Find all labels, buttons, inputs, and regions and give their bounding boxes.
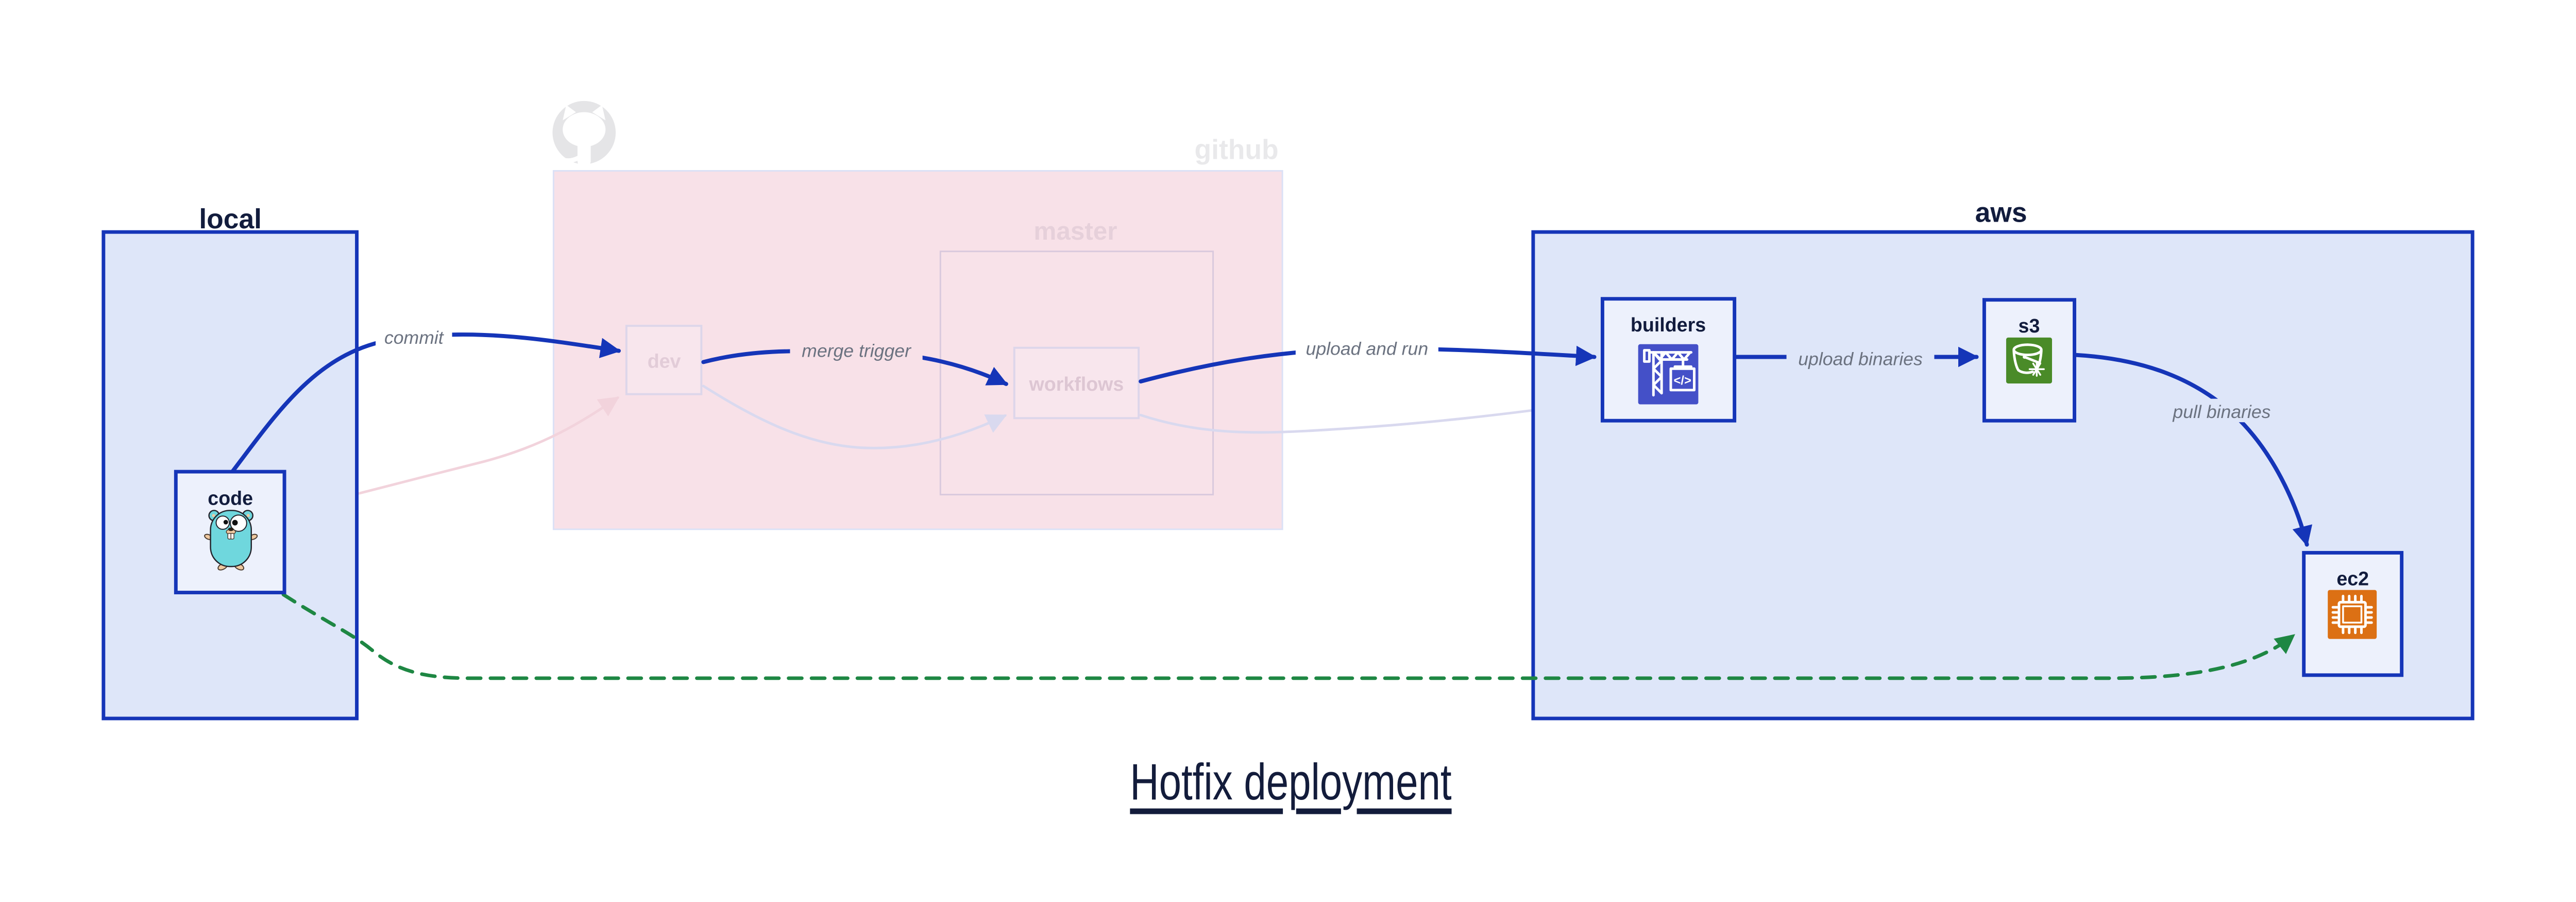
- master-cluster-label: master: [1033, 217, 1117, 245]
- node-workflows: workflows: [1013, 346, 1140, 420]
- code-node-label: code: [208, 487, 253, 509]
- local-region: local: [101, 204, 359, 721]
- commit-label-text: commit: [384, 327, 445, 348]
- node-ec2: ec2: [2302, 550, 2404, 677]
- codebuild-crane-icon: </>: [1638, 344, 1699, 405]
- s3-node-label: s3: [2019, 315, 2040, 337]
- pull-binaries-label-bg: [2160, 398, 2283, 423]
- github-region-label: github: [1195, 135, 1279, 165]
- github-region: github master dev workflows: [552, 101, 1283, 530]
- dev-node-box: [625, 325, 703, 395]
- upload-binaries-label-text: upload binaries: [1798, 348, 1923, 369]
- edge-label-commit: commit: [376, 325, 452, 350]
- node-code: code: [174, 470, 286, 595]
- aws-region-label: aws: [1975, 197, 2027, 228]
- edge-label-upload-binaries: upload binaries: [1786, 345, 1935, 370]
- edge-label-pull-binaries: pull binaries: [2160, 398, 2283, 423]
- dev-node-label: dev: [648, 350, 681, 372]
- upload-and-run-label-text: upload and run: [1306, 339, 1429, 359]
- merge-trigger-label-bg: [790, 337, 923, 361]
- upload-binaries-label-bg: [1786, 345, 1935, 370]
- ec2-cpu-chip-icon: [2328, 590, 2377, 639]
- upload-and-run-label-bg: [1295, 336, 1438, 360]
- builders-node-label: builders: [1631, 314, 1706, 336]
- workflows-node-box: [1013, 346, 1140, 420]
- edge-label-upload-and-run: upload and run: [1295, 336, 1438, 360]
- pull-binaries-label-text: pull binaries: [2172, 402, 2270, 422]
- node-dev: dev: [625, 325, 703, 395]
- commit-label-bg: [376, 325, 452, 350]
- diagram-title-text: Hotfix deployment: [1130, 753, 1451, 810]
- node-s3: s3: [1982, 298, 2076, 423]
- node-builders: builders </>: [1600, 297, 1737, 423]
- edge-label-merge-trigger: merge trigger: [790, 337, 923, 361]
- builders-icon-code-glyph: </>: [1674, 374, 1691, 388]
- merge-trigger-label-text: merge trigger: [802, 341, 912, 361]
- local-region-label: local: [199, 204, 262, 235]
- diagram-title: Hotfix deployment: [1130, 753, 1452, 814]
- s3-bucket-snowflake-icon: [2006, 337, 2052, 383]
- octocat-icon: [552, 101, 616, 166]
- workflows-node-label: workflows: [1029, 373, 1124, 395]
- ec2-node-label: ec2: [2336, 568, 2369, 590]
- edge-hotfix-dashed: [281, 593, 2296, 680]
- go-gopher-icon: [204, 510, 258, 571]
- edge-faded-workflows-to-builders: [1139, 394, 1595, 434]
- edge-faded-dev-to-workflows: [702, 385, 1007, 449]
